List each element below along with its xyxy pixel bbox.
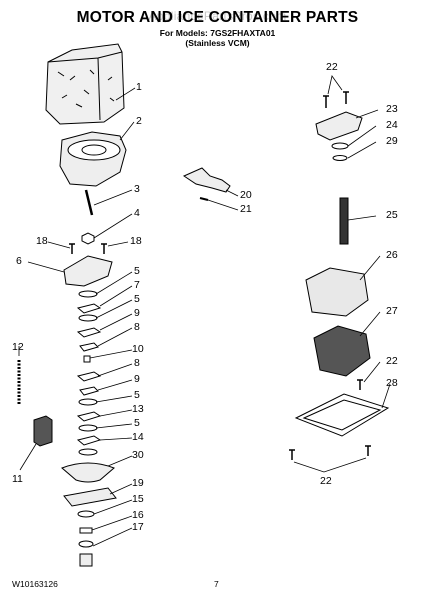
callout-3: 3	[134, 183, 140, 195]
callout-18-right: 18	[130, 235, 142, 247]
callout-5: 5	[134, 265, 140, 277]
callout-9: 9	[134, 373, 140, 385]
part-motor-cover	[305, 267, 369, 317]
page-title: MOTOR AND ICE CONTAINER PARTS	[76, 9, 359, 26]
callout-26: 26	[386, 249, 398, 261]
part-nut	[81, 232, 95, 245]
callout-20: 20	[240, 189, 252, 201]
callout-14: 14	[132, 431, 144, 443]
part-plate	[315, 111, 363, 141]
callout-11: 11	[12, 473, 23, 485]
callout-21: 21	[240, 203, 252, 215]
part-screws-top	[323, 91, 349, 108]
callout-8: 8	[134, 357, 140, 369]
callout-23: 23	[386, 103, 398, 115]
callout-27: 27	[386, 305, 398, 317]
part-washer	[332, 155, 348, 161]
models-line: For Models: 7GS2FHAXTA01	[159, 28, 276, 38]
callout-2: 2	[136, 115, 142, 127]
callout-29: 29	[386, 135, 398, 147]
part-gasket	[294, 393, 390, 437]
callout-6: 6	[16, 255, 22, 267]
watermark-text: AppliancePartsPros.com	[148, 9, 287, 23]
part-block	[33, 415, 53, 447]
callout-5: 5	[134, 293, 140, 305]
part-blade	[63, 487, 117, 507]
part-gasket-inner	[302, 399, 382, 431]
part-screw	[101, 243, 107, 254]
callout-16: 16	[132, 509, 144, 521]
callout-15: 15	[132, 493, 144, 505]
part-lever	[182, 167, 231, 193]
callout-4: 4	[134, 207, 140, 219]
callout-9: 9	[134, 307, 140, 319]
callout-18-left: 18	[36, 235, 48, 247]
callout-22-top: 22	[326, 61, 338, 73]
part-screws-bottom	[289, 445, 371, 460]
callout-8: 8	[134, 321, 140, 333]
leader-lines	[18, 75, 391, 547]
callout-13: 13	[132, 403, 144, 415]
part-disc	[61, 462, 115, 483]
callout-10: 10	[132, 343, 144, 355]
finish-line: (Stainless VCM)	[185, 38, 250, 48]
callout-5: 5	[134, 417, 140, 429]
callout-1: 1	[136, 81, 142, 93]
page-number: 7	[214, 579, 219, 589]
callout-12: 12	[12, 341, 24, 353]
callout-5: 5	[134, 389, 140, 401]
callout-17: 17	[132, 521, 144, 533]
part-shaft	[339, 197, 349, 245]
doc-number: W10163126	[12, 579, 58, 589]
callout-7: 7	[134, 279, 140, 291]
callout-30: 30	[132, 449, 144, 461]
part-rod	[84, 189, 94, 216]
part-stack-lower	[77, 510, 95, 567]
part-screw	[357, 379, 363, 390]
part-ice-container	[45, 43, 125, 125]
part-pin	[199, 197, 209, 201]
part-stack-upper	[76, 290, 102, 456]
part-bushing	[331, 142, 349, 150]
part-auger-housing	[59, 131, 127, 187]
callout-22-bottom: 22	[320, 475, 332, 487]
part-motor	[313, 325, 371, 377]
callout-25: 25	[386, 209, 398, 221]
callout-22-mid: 22	[386, 355, 398, 367]
part-screw	[69, 243, 75, 254]
callout-24: 24	[386, 119, 398, 131]
callout-19: 19	[132, 477, 144, 489]
callout-28: 28	[386, 377, 398, 389]
part-bracket	[63, 255, 113, 287]
